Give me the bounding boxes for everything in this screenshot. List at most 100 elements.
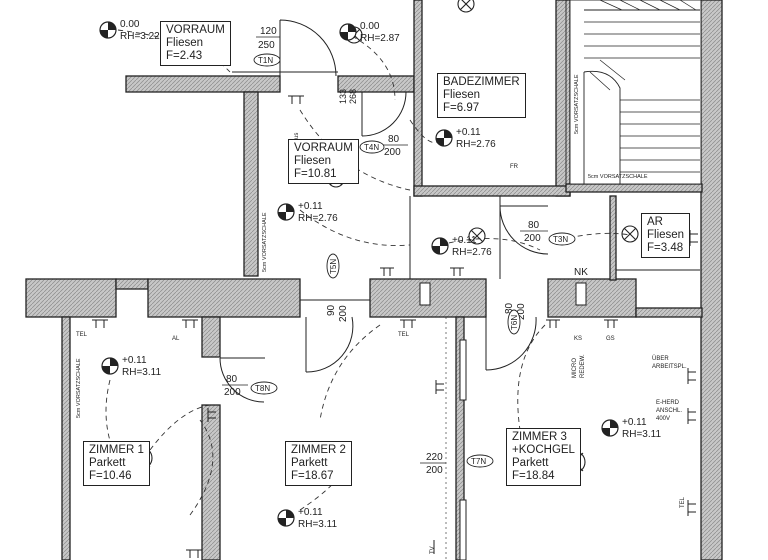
door-swings	[219, 19, 549, 560]
height-level-text: +0.11	[298, 201, 323, 212]
gs-label: GS	[606, 336, 615, 342]
stair-dim-w: 133	[338, 89, 348, 104]
height-level-text: +0.11	[456, 127, 481, 138]
height-markers: 0.00 RH=3.22 0.00 RH=2.87 +0.11 RH=2.76 …	[99, 19, 661, 530]
wall-right-exterior	[700, 0, 723, 560]
door-t7n: 220 200 T7N	[420, 452, 494, 476]
wall-ar-bottom	[635, 307, 703, 318]
height-level-text: +0.11	[452, 235, 477, 246]
micro-label-2: REDEW.	[580, 354, 586, 378]
door-tag: T3N	[553, 235, 568, 244]
room-name: VORRAUM	[294, 142, 353, 154]
height-level-text: 0.00	[360, 21, 380, 32]
room-floor: Fliesen	[166, 37, 204, 49]
height-rh-text: RH=3.11	[122, 367, 161, 378]
symbol-labels: NK TEL AL TEL KS GS FR MICRO REDEW. ÜBER…	[76, 74, 687, 554]
eherd-label: E-HERD	[656, 400, 680, 406]
room-label-ar: AR Fliesen F=3.48	[641, 213, 691, 258]
door-width: 80	[504, 302, 515, 314]
wall-row-b	[115, 278, 149, 290]
door-d90: 90 200	[326, 304, 349, 322]
door-width: 80	[226, 374, 238, 385]
height-marker-2: 0.00 RH=2.87	[339, 21, 400, 44]
height-rh-text: RH=3.11	[298, 519, 337, 530]
fr-label: FR	[510, 164, 519, 170]
height-rh-text: RH=2.76	[298, 213, 338, 224]
ks-label: KS	[574, 336, 582, 342]
room-area: F=10.81	[294, 168, 337, 180]
height-level-text: 0.00	[120, 19, 140, 30]
room-area: F=3.48	[647, 242, 684, 254]
wall-row-c	[147, 278, 301, 318]
door-height: 200	[524, 233, 541, 244]
wall-stair-bottom	[565, 183, 703, 193]
wall-row-e	[547, 278, 637, 318]
wall-z1-right-2	[201, 404, 221, 560]
room-label-vorraum-1: VORRAUM Fliesen F=2.43	[160, 21, 231, 66]
height-rh-text: RH=2.87	[360, 33, 400, 44]
door-height: 200	[338, 305, 349, 322]
height-rh-text: RH=3.11	[622, 429, 661, 440]
door-width: 220	[426, 452, 443, 463]
anschl-label: ANSCHL.	[656, 408, 682, 414]
height-marker-6: +0.11 RH=3.11	[101, 355, 161, 378]
height-level-text: +0.11	[122, 355, 147, 366]
room-name: ZIMMER 1	[89, 444, 144, 456]
wall-top-left	[125, 75, 281, 93]
height-level-text: +0.11	[622, 417, 647, 428]
door-tag: T5N	[329, 259, 338, 274]
wall-z1-right	[201, 316, 221, 358]
uber-label: ÜBER	[652, 355, 669, 362]
wall-bath-bottom	[413, 185, 571, 197]
door-height: 200	[384, 147, 401, 158]
room-floor: Fliesen	[294, 155, 332, 167]
door-t4n: 80 200 T4N	[359, 134, 408, 158]
room-label-badezimmer: BADEZIMMER Fliesen F=6.97	[437, 73, 526, 118]
door-t6n: 80 200 T6N	[504, 302, 527, 335]
wall-row-a	[25, 278, 117, 318]
al-label: AL	[172, 336, 180, 342]
height-rh-text: RH=2.76	[456, 139, 496, 150]
door-height: 200	[516, 303, 527, 320]
staircase	[565, 0, 702, 185]
room-area: F=18.84	[512, 470, 555, 482]
arbeitspl-label: ARBEITSPL.	[652, 364, 687, 370]
room-floor: Parkett	[291, 457, 328, 469]
tv-label: TV	[430, 546, 436, 554]
room-label-zimmer-1: ZIMMER 1 Parkett F=10.46	[83, 441, 150, 486]
tel-label-3: TEL	[680, 496, 686, 508]
door-t1n: 120 250 T1N	[253, 26, 281, 67]
room-floor: Fliesen	[443, 89, 481, 101]
door-tag: T7N	[471, 457, 486, 466]
door-width: 80	[388, 134, 400, 145]
door-t3n: 80 200 T3N	[520, 220, 576, 246]
stair-dim-h: 268	[348, 89, 358, 104]
door-tag: T8N	[255, 384, 270, 393]
room-name: ZIMMER 2	[291, 444, 346, 456]
vorsatz-note-1: 5cm VORSATZSCHALE	[262, 212, 268, 272]
door-width: 120	[260, 26, 277, 37]
room-label-zimmer-3: ZIMMER 3 +KOCHGEL Parkett F=18.84	[506, 428, 581, 486]
wall-left-lower	[61, 316, 71, 560]
door-tag: T4N	[364, 143, 379, 152]
height-marker-8: +0.11 RH=3.11	[277, 507, 337, 530]
height-marker-4: +0.11 RH=2.76	[277, 201, 338, 224]
wall-bath-right	[555, 0, 571, 197]
tel-label: TEL	[76, 332, 88, 338]
vorsatz-note-2: 5cm VORSATZSCHALE	[76, 358, 82, 418]
wall-bath-left	[413, 0, 423, 197]
room-area: F=10.46	[89, 470, 132, 482]
height-rh-text: RH=2.76	[452, 247, 492, 258]
room-name: AR	[647, 216, 663, 228]
nk-label: NK	[574, 267, 588, 278]
vorsatz-note-4: 5cm VORSATZSCHALE	[588, 174, 648, 180]
door-t5n: T5N	[326, 253, 340, 279]
wall-left-upper	[243, 91, 259, 277]
room-name: ZIMMER 3	[512, 431, 567, 443]
room-floor: Fliesen	[647, 229, 685, 241]
height-marker-3: +0.11 RH=2.76	[435, 127, 496, 150]
door-height: 250	[258, 40, 275, 51]
room-name: VORRAUM	[166, 24, 225, 36]
v400-label: 400V	[656, 416, 670, 422]
